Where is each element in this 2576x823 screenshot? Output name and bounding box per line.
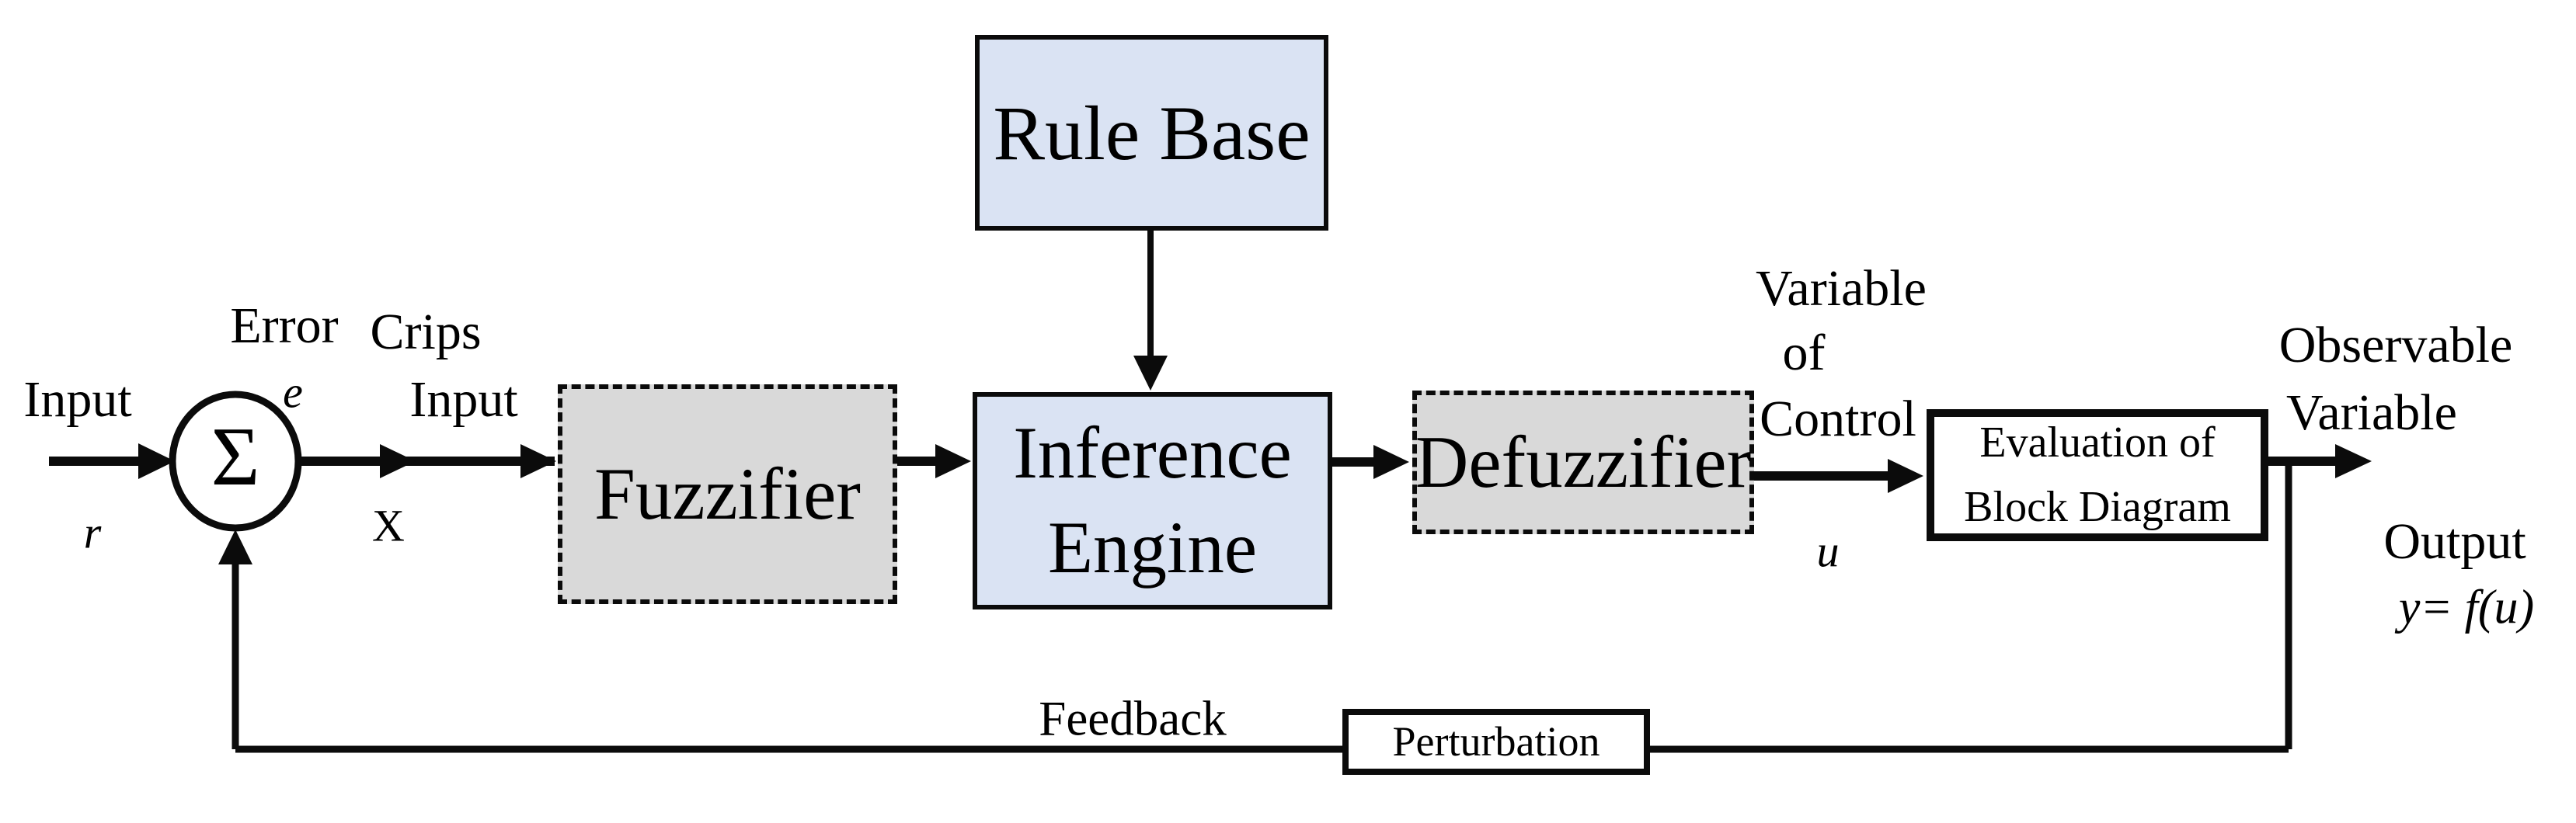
inference-engine-label: Inference Engine (1013, 406, 1292, 595)
fuzzifier-label: Fuzzifier (594, 453, 861, 536)
input-label: Input (23, 371, 132, 428)
evaluation-line2: Block Diagram (1964, 483, 2231, 531)
inference-line1: Inference (1013, 412, 1292, 495)
rule-base-box: Rule Base (975, 35, 1328, 231)
perturbation-label: Perturbation (1392, 717, 1600, 765)
evaluation-label: Evaluation of Block Diagram (1964, 411, 2231, 540)
input-arrowhead-icon (138, 443, 175, 479)
perturbation-box: Perturbation (1342, 709, 1650, 775)
evaluation-box: Evaluation of Block Diagram (1927, 409, 2268, 541)
rulebase-arrowhead-icon (1133, 356, 1168, 391)
inference-line2: Engine (1047, 506, 1258, 589)
control-variable-label: u (1816, 526, 1840, 577)
control-label-line1: Variable (1756, 260, 1927, 317)
crisp-input-label-line1: Crips (370, 304, 482, 360)
sum-junction-symbol: Σ (211, 411, 260, 504)
defuzzifier-box: Defuzzifier (1412, 391, 1754, 534)
error-label: Error (230, 297, 339, 354)
fuzzifier-box: Fuzzifier (558, 384, 897, 604)
observable-label-line2: Variable (2286, 384, 2457, 441)
control-label-line3: Control (1760, 391, 1916, 447)
feedback-label: Feedback (1039, 691, 1227, 746)
inference-in-arrowhead-icon (935, 444, 971, 478)
fuzzifier-in-arrowhead-icon (520, 444, 556, 478)
control-label-line2: of (1782, 325, 1826, 381)
evaluation-line1: Evaluation of (1979, 418, 2216, 467)
input-variable-label: r (83, 507, 102, 558)
evaluation-in-arrowhead-icon (1888, 459, 1923, 493)
output-arrowhead-icon (2335, 444, 2372, 478)
defuzzifier-label: Defuzzifier (1415, 421, 1752, 504)
crisp-input-label-line2: Input (409, 371, 518, 428)
feedback-arrowhead-icon (218, 530, 252, 564)
crisp-variable-label: X (372, 500, 405, 551)
rule-base-label: Rule Base (993, 89, 1311, 176)
crisp-mid-arrowhead-icon (380, 444, 416, 478)
inference-engine-box: Inference Engine (973, 392, 1332, 609)
output-equation-label: y= f(u) (2398, 581, 2535, 634)
error-variable-label: e (283, 366, 303, 418)
observable-label-line1: Observable (2278, 317, 2513, 373)
output-label: Output (2383, 513, 2526, 570)
defuzzifier-in-arrowhead-icon (1373, 445, 1409, 479)
